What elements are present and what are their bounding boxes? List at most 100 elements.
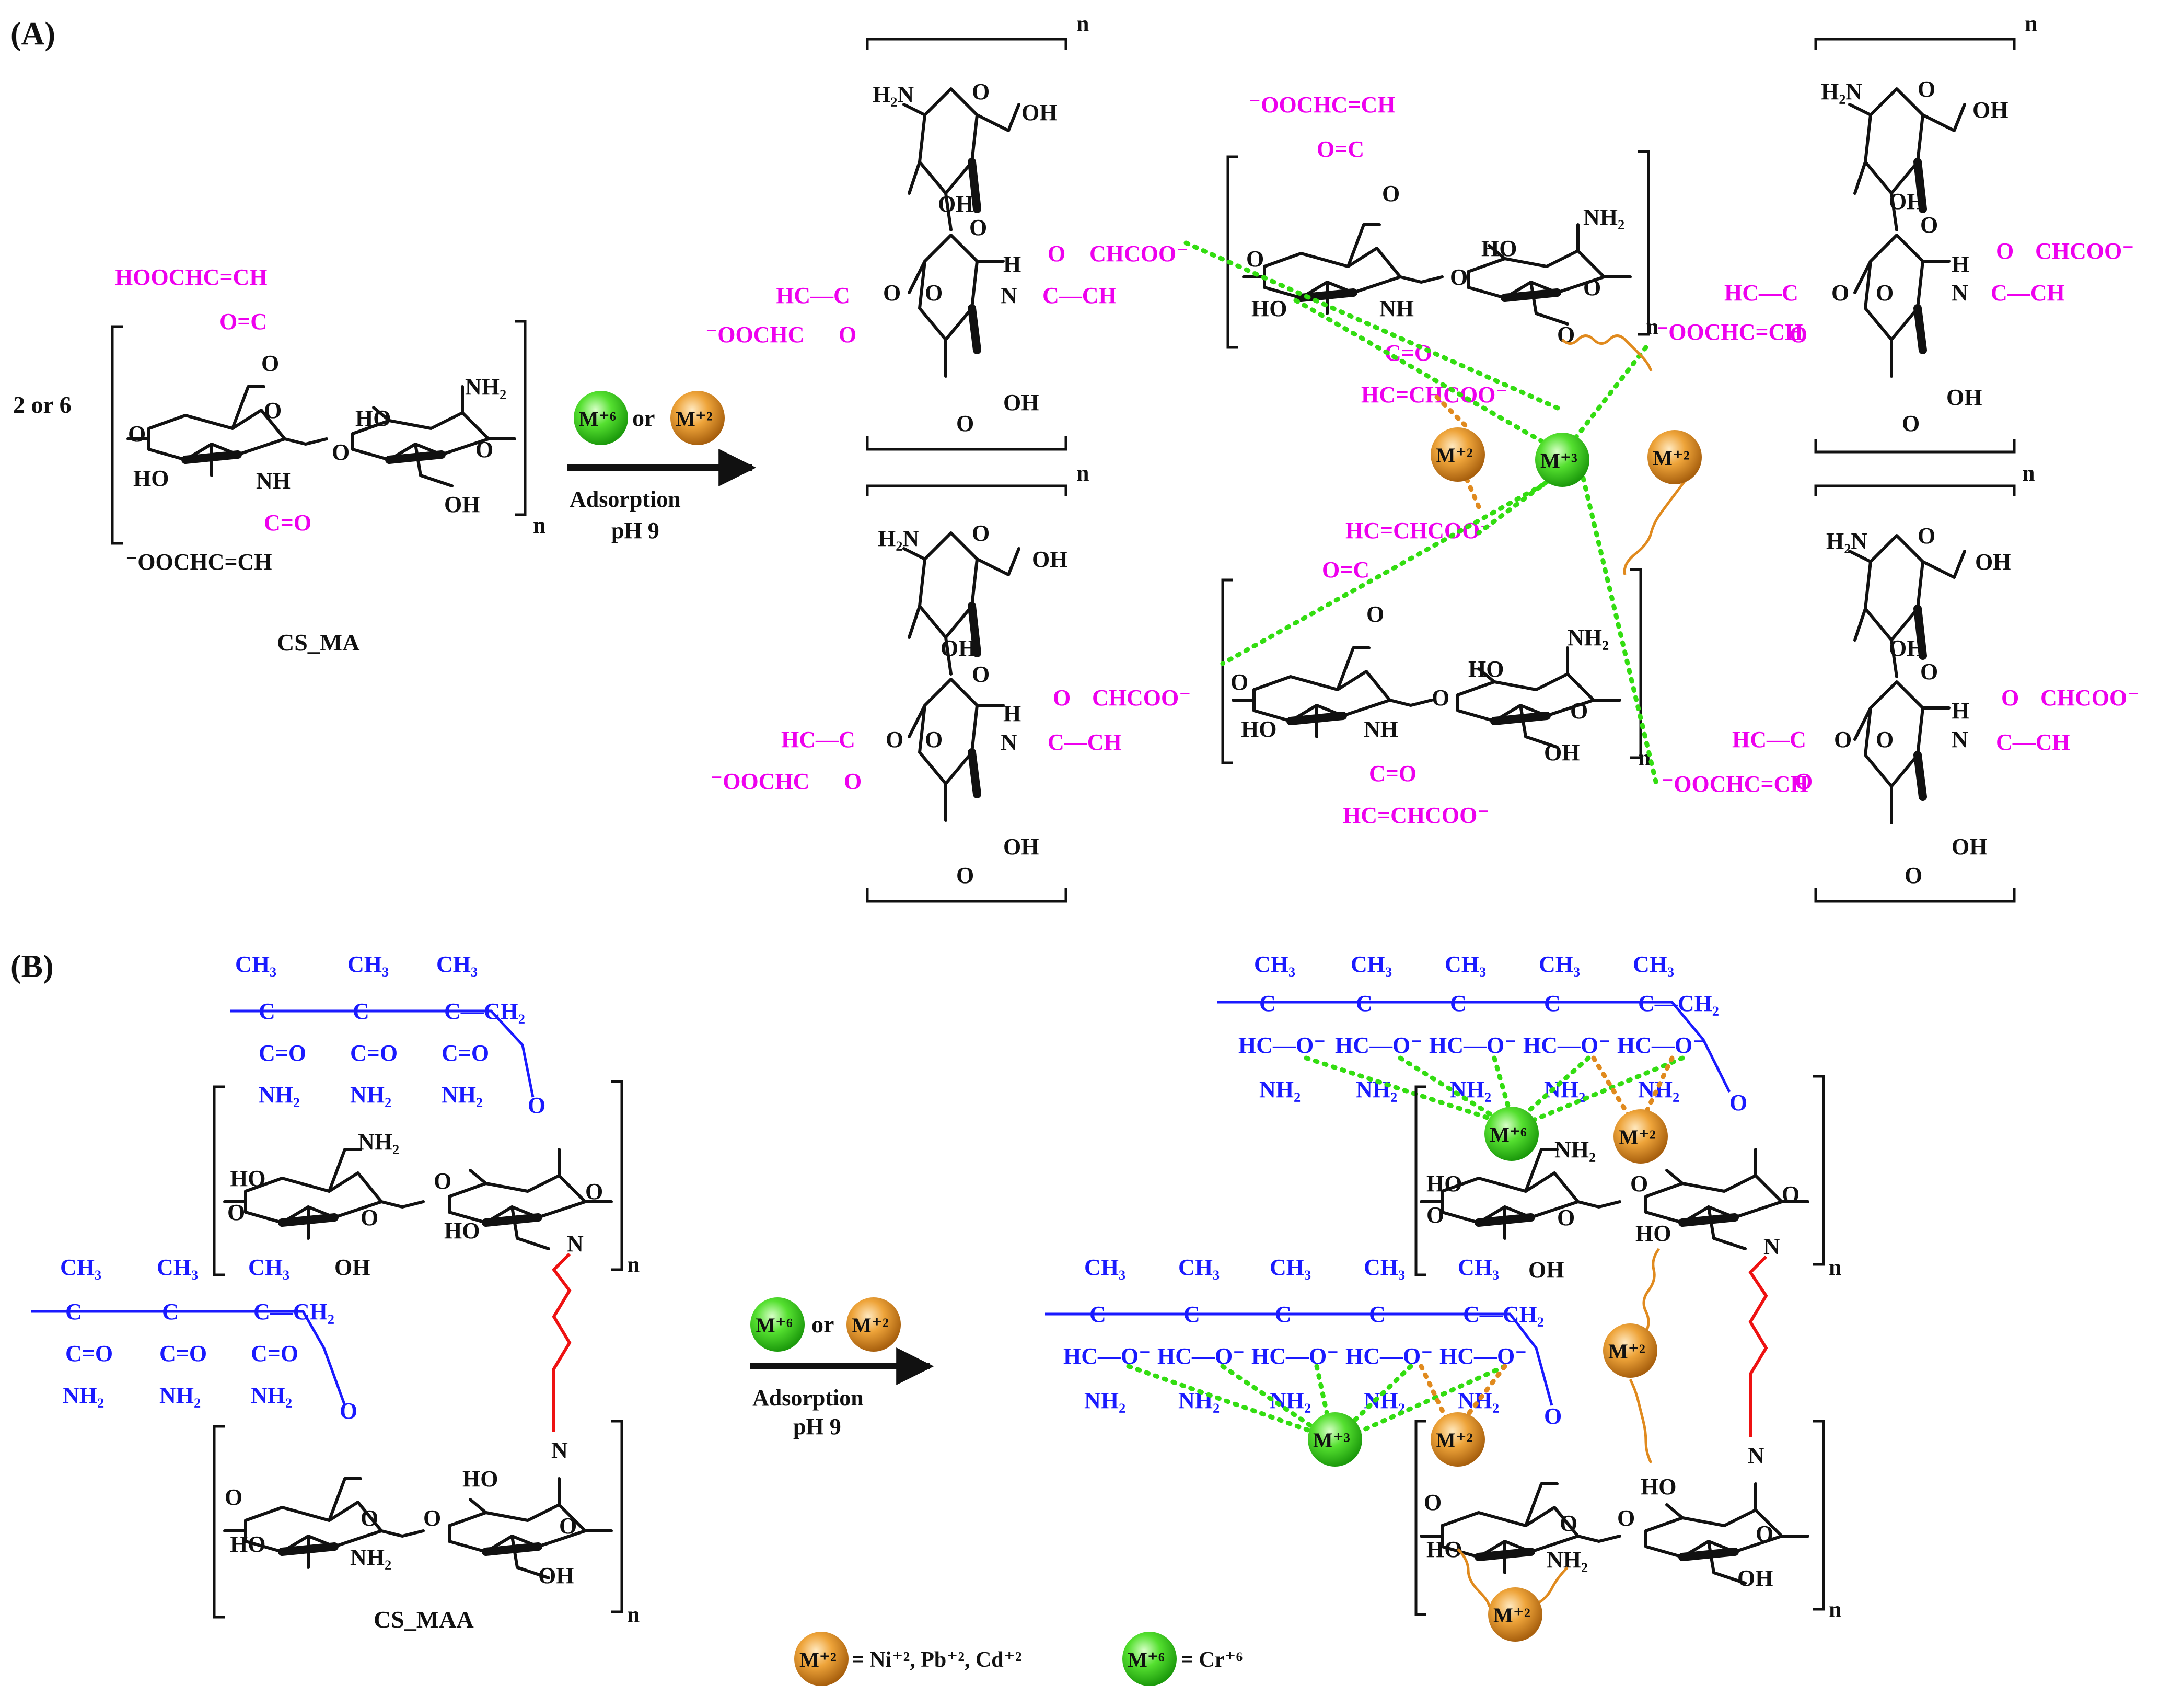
- ether-o: O: [528, 1093, 545, 1118]
- nh2-label: NH₂: [1458, 1388, 1499, 1413]
- glyco-oxygen: O: [332, 439, 350, 465]
- c4-o: O: [1246, 246, 1264, 272]
- ho-label: HO: [1426, 1537, 1462, 1562]
- metal-2-label: M⁺²: [852, 1314, 889, 1337]
- or-label: or: [632, 404, 655, 431]
- glyco-o: O: [434, 1168, 451, 1194]
- imine-n: N: [1748, 1443, 1764, 1468]
- metal-ion-green-sphere: [750, 1297, 805, 1352]
- amide-co: C=O: [259, 1040, 306, 1066]
- ch3-label: CH₃: [1445, 951, 1486, 977]
- imine-n: N: [1763, 1234, 1780, 1259]
- repeat-n: n: [1829, 1254, 1841, 1280]
- nh2-label: NH₂: [1450, 1077, 1491, 1102]
- c-label: C: [65, 1299, 82, 1324]
- product-a-right-column: n H₂N O OH OH O O H N O OH O HC—C O C—CH…: [1724, 11, 2139, 903]
- cs-maa-name: CS_MAA: [374, 1606, 474, 1633]
- ester-carboxylate: ⁻OOCHC: [711, 769, 809, 794]
- nh2-label: NH₂: [1259, 1077, 1301, 1102]
- nh2-label: NH₂: [442, 1082, 483, 1108]
- ho-label: HO: [1251, 296, 1287, 321]
- ch2-label: C—CH₂: [253, 1299, 334, 1324]
- amide-co: C=O: [159, 1341, 207, 1366]
- nh2-label: NH₂: [1638, 1077, 1679, 1102]
- ch3-label: CH₃: [1351, 951, 1392, 977]
- c4-o: O: [1230, 669, 1248, 695]
- carboxylate: CHCOO⁻: [1092, 685, 1191, 711]
- c-label: C: [1450, 991, 1467, 1016]
- ester-carbonyl: O=C: [219, 309, 267, 334]
- metal-2-label: M⁺²: [676, 407, 713, 431]
- ring-o: O: [1918, 76, 1935, 102]
- ether-o: O: [1544, 1403, 1562, 1429]
- h2n-label: H₂N: [873, 82, 914, 107]
- ester-side-chain: ⁻OOCHC=CH: [1656, 319, 1803, 345]
- cs-maa-reactant: CH₃ CH₃ CH₃ C C C—CH₂ C=O C=O C=O NH₂ NH…: [31, 951, 640, 1633]
- repeat-n: n: [2022, 460, 2035, 486]
- metal-ion-orange-sphere: [1488, 1587, 1542, 1642]
- amide-carbonyl-o: O: [1048, 241, 1065, 266]
- glyco-o: O: [1450, 264, 1468, 290]
- legend-m2-definition: = Ni⁺², Pb⁺², Cd⁺²: [852, 1648, 1021, 1672]
- amide-carbonyl: C=O: [1385, 340, 1432, 366]
- ring-oxygen-2: O: [475, 437, 493, 462]
- chain-o: O: [956, 411, 974, 436]
- product-a-center: n ⁻OOCHC=CH O=C O O HO NH O HO NH₂ O O C…: [1183, 92, 1808, 828]
- ester-o: O: [886, 727, 903, 752]
- metal-6-label: M⁺⁶: [756, 1314, 793, 1337]
- oh-label: OH: [1737, 1565, 1773, 1591]
- c4-o: O: [225, 1484, 242, 1510]
- enolate: HC—O⁻: [1429, 1032, 1516, 1058]
- oh-label: OH: [1972, 97, 2008, 123]
- oh-label: OH: [1975, 549, 2011, 575]
- ch3-label: CH₃: [436, 951, 478, 977]
- metal-ion-green-sphere: [1484, 1107, 1539, 1161]
- oh-label: OH: [1952, 834, 1987, 859]
- amide-chain: C—CH: [1991, 280, 2065, 306]
- ester-chain: HC—C: [1732, 727, 1806, 752]
- amide-carbonyl-o: O: [2001, 685, 2019, 711]
- glyco-o: O: [1920, 659, 1938, 684]
- nh2-label: NH₂: [465, 374, 506, 400]
- ester-carbonyl: O=C: [1317, 136, 1364, 162]
- ester-chain-top: ⁻OOCHC=CH: [1249, 92, 1396, 118]
- oh-label: OH: [538, 1563, 574, 1588]
- ring-o: O: [559, 1513, 577, 1539]
- ring-o: O: [1756, 1521, 1773, 1547]
- repeat-n: n: [627, 1252, 640, 1277]
- oh-label: OH: [1528, 1257, 1564, 1283]
- oh-label: OH: [334, 1254, 370, 1280]
- h-label: H: [1003, 701, 1021, 726]
- h2n-label: H₂N: [1826, 528, 1867, 554]
- nh2-label: NH₂: [1270, 1388, 1311, 1413]
- nh2-label: NH₂: [259, 1082, 300, 1108]
- glyco-o: O: [1630, 1171, 1648, 1196]
- c4-o: O: [227, 1200, 245, 1225]
- nh-label: NH: [1379, 296, 1414, 321]
- h2n-label: H₂N: [878, 526, 919, 551]
- amide-chain: C—CH: [1996, 729, 2070, 755]
- oh-label: OH: [1946, 385, 1982, 410]
- h-label: H: [1003, 251, 1021, 277]
- glyco-o: O: [423, 1505, 441, 1531]
- ho-label: HO: [1635, 1221, 1671, 1246]
- legend-m6-symbol: M⁺⁶: [1128, 1648, 1165, 1671]
- amide-chain: HC=CHCOO⁻: [1343, 803, 1490, 828]
- ester-side-chain: ⁻OOCHC=CH: [1662, 771, 1808, 797]
- c-label: C: [259, 998, 275, 1024]
- imine-n: N: [551, 1437, 568, 1463]
- metal-ion-green-sphere: [1122, 1632, 1177, 1686]
- metal-2-label: M⁺²: [1619, 1125, 1656, 1149]
- amide-chain: C—CH: [1042, 283, 1117, 308]
- ester-o: O: [883, 280, 901, 306]
- ho-label: HO: [1241, 716, 1276, 742]
- ho-label: HO: [444, 1218, 480, 1244]
- glyco-o: O: [1617, 1505, 1635, 1531]
- ho-label: HO: [1481, 236, 1517, 261]
- repeat-n: n: [1829, 1597, 1841, 1622]
- ring-o: O: [1782, 1181, 1800, 1207]
- product-b: CH₃ CH₃ CH₃ CH₃ CH₃ C C C C C—CH₂ HC—O⁻ …: [1045, 951, 1841, 1642]
- metal-ion-orange-sphere: [1603, 1323, 1657, 1378]
- amide-carbonyl-o: O: [1053, 685, 1071, 711]
